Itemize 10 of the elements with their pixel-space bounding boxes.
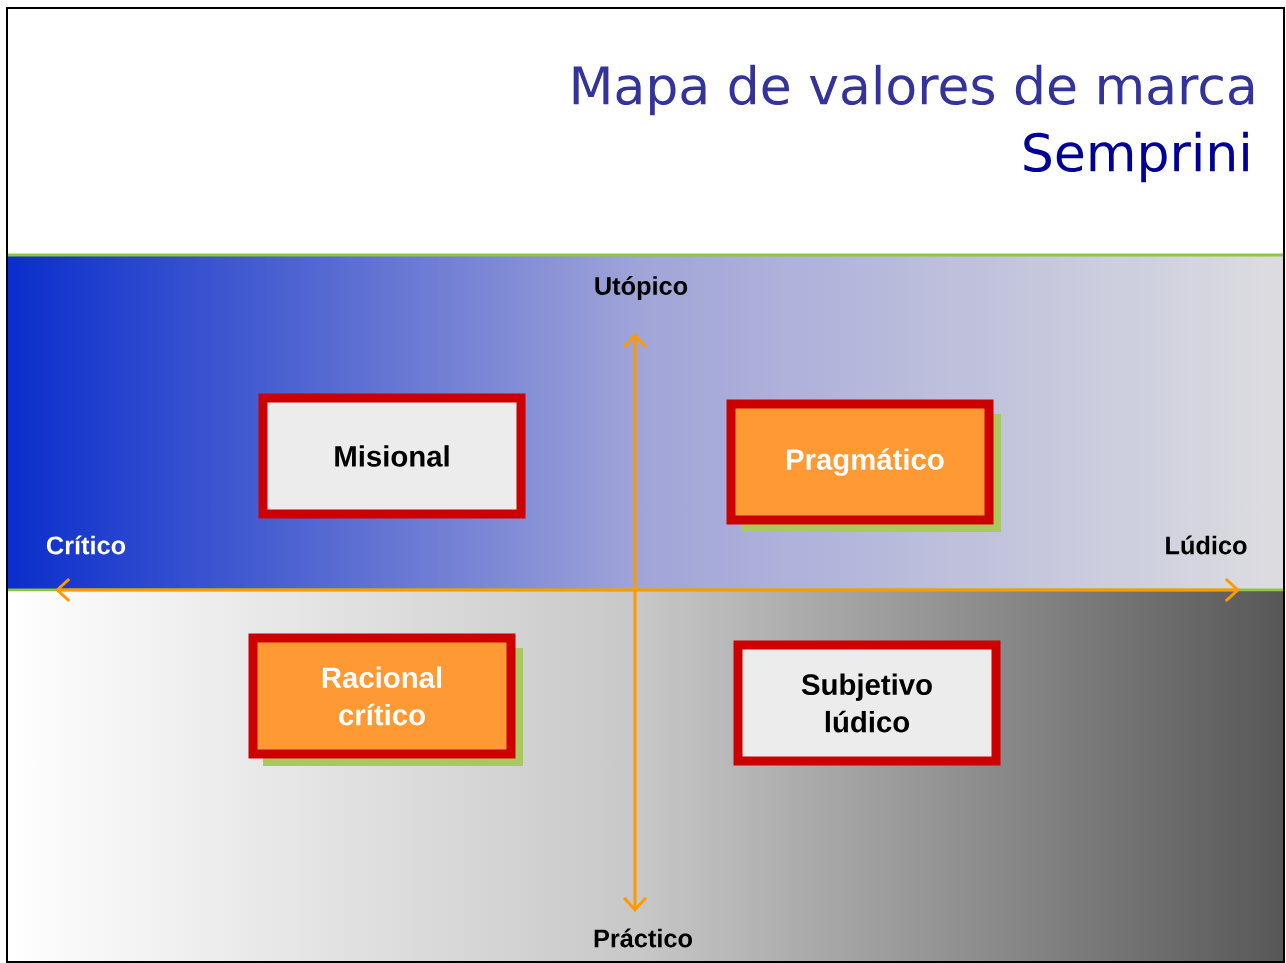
axis-label: Crítico	[46, 535, 126, 555]
axis-label: Práctico	[594, 928, 692, 948]
quadrant-box: Pragmático	[726, 399, 994, 525]
title: Mapa de valores de marca	[573, 64, 1254, 116]
quadrant-box: Misional	[258, 393, 526, 519]
axis-label: Utópico	[595, 276, 688, 300]
quadrant-box: Racional crítico	[248, 633, 516, 759]
quadrant-box: Subjetivo lúdico	[733, 640, 1001, 766]
axis-label: Lúdico	[1166, 535, 1247, 555]
axis-label: Semprini	[1024, 131, 1248, 183]
